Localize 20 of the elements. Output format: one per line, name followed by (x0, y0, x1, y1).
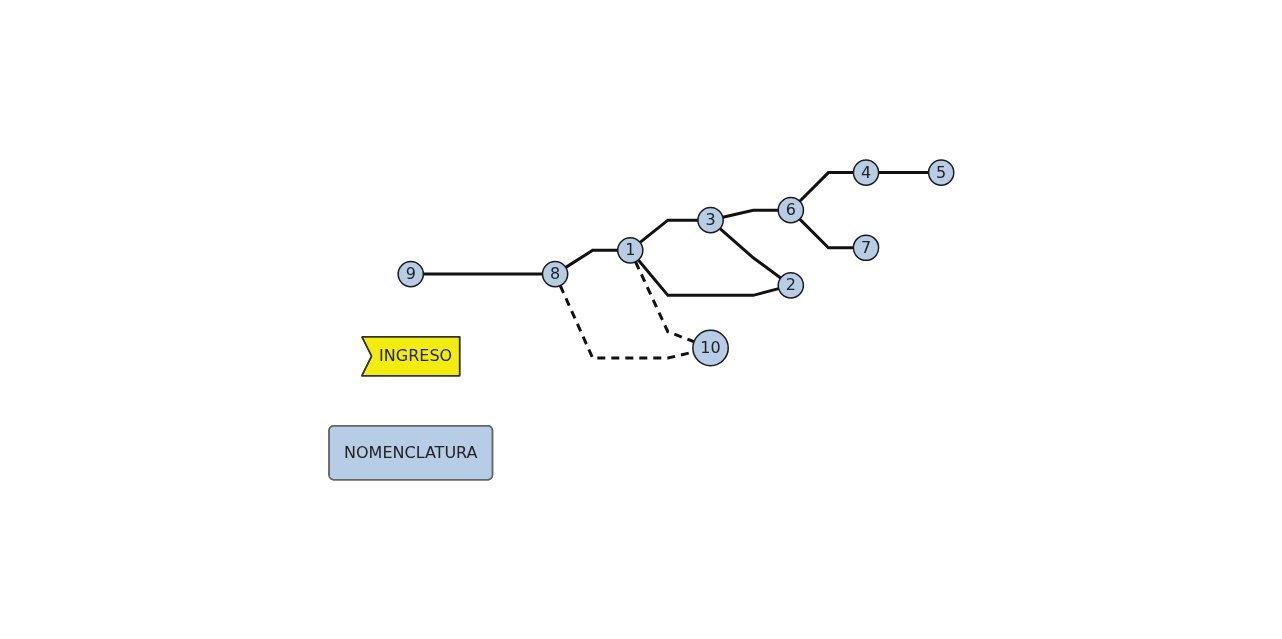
connector (878, 170, 929, 174)
connector (798, 217, 853, 249)
connector (718, 227, 782, 279)
node-circle: 3 (696, 206, 724, 234)
connector (633, 260, 695, 343)
node-circle: 2 (777, 271, 804, 299)
connector (422, 272, 543, 276)
node-circle: 10 (691, 329, 729, 367)
connector (636, 258, 779, 297)
node-circle: 6 (777, 196, 804, 224)
node-circle: 7 (852, 234, 879, 261)
connector (798, 170, 853, 202)
node-circle: 5 (927, 158, 955, 186)
connector (722, 208, 778, 219)
connector (638, 218, 698, 244)
connector (564, 248, 618, 269)
node-circle: 8 (541, 260, 569, 288)
node-circle: 1 (616, 236, 644, 264)
node-circle: 9 (397, 260, 424, 288)
node-circle: 4 (852, 158, 879, 186)
